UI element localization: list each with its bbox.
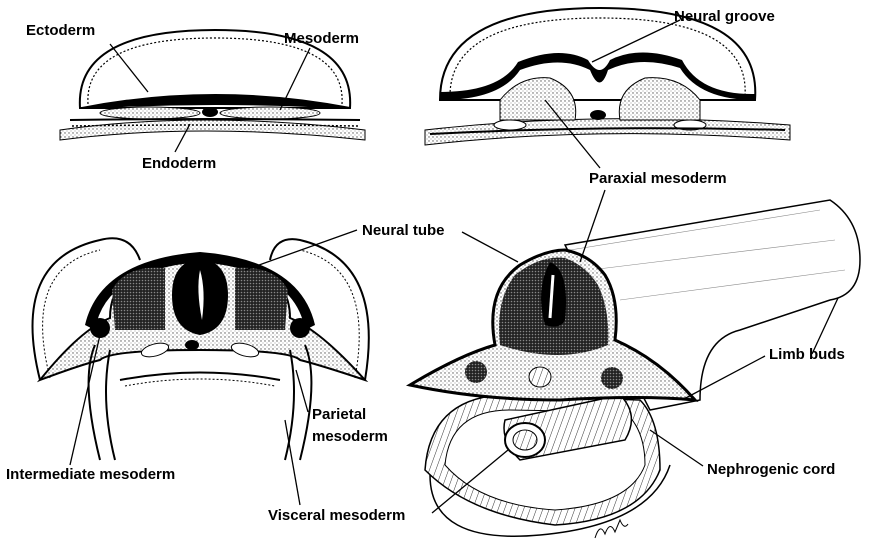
label-neural-groove: Neural groove <box>674 8 775 25</box>
artist-signature <box>595 520 628 538</box>
panel-neural-tube <box>33 238 369 460</box>
panel-neural-groove <box>425 8 790 145</box>
label-visceral-mesoderm: Visceral mesoderm <box>268 507 405 524</box>
label-parietal-mesoderm-line1: Parietal <box>312 406 366 423</box>
panel-limb-buds-3d <box>410 200 860 536</box>
label-nephrogenic-cord: Nephrogenic cord <box>707 461 835 478</box>
label-limb-buds: Limb buds <box>769 346 845 363</box>
label-intermediate-mesoderm: Intermediate mesoderm <box>6 466 175 483</box>
label-endoderm: Endoderm <box>142 155 216 172</box>
label-ectoderm: Ectoderm <box>26 22 95 39</box>
label-mesoderm: Mesoderm <box>284 30 359 47</box>
label-paraxial-mesoderm: Paraxial mesoderm <box>589 170 727 187</box>
label-parietal-mesoderm-line2: mesoderm <box>312 428 388 445</box>
label-neural-tube: Neural tube <box>362 222 445 239</box>
